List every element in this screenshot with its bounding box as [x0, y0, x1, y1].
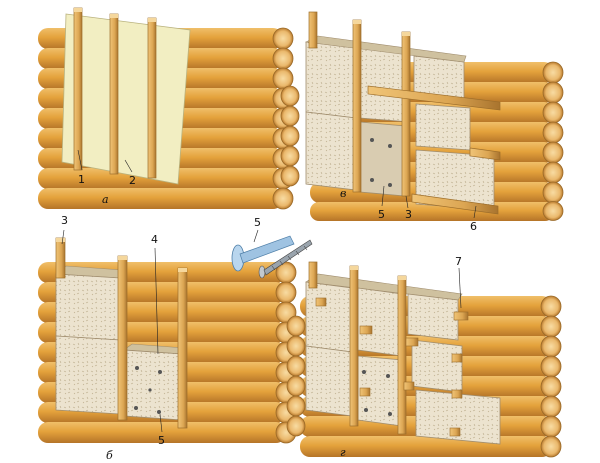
spacer-block — [359, 325, 373, 335]
insulation-board — [123, 349, 183, 421]
umbrella-dowel-icon — [231, 235, 295, 272]
panel-g: 7 г — [286, 255, 562, 459]
spacer-block — [405, 337, 419, 347]
leader-line — [458, 267, 462, 309]
insulation-board — [407, 293, 459, 341]
spacer-block — [359, 387, 371, 397]
spacer-block — [449, 427, 461, 437]
spacer-block — [451, 389, 463, 399]
batten — [177, 267, 188, 429]
log — [38, 187, 294, 210]
callout-label: 5 — [254, 216, 261, 229]
batten — [147, 17, 157, 179]
panel-letter: в — [340, 187, 346, 200]
callout-label: 3 — [405, 208, 412, 221]
callout-label: 7 — [455, 255, 462, 268]
callout-label: 4 — [151, 233, 158, 246]
insulation-board — [305, 41, 357, 119]
spacer-block — [451, 353, 463, 363]
spacer-block — [453, 311, 469, 321]
batten — [308, 261, 318, 289]
leader-line — [253, 229, 259, 243]
insulation-board — [415, 389, 501, 445]
battens-v — [308, 11, 501, 215]
insulation-board — [305, 345, 353, 417]
callout-label: 3 — [61, 214, 68, 227]
insulation-boards-b — [55, 265, 185, 421]
leader-line — [77, 149, 83, 171]
callout-label: 2 — [129, 174, 136, 187]
batten — [117, 255, 128, 421]
fastener-illustration: 5 — [231, 216, 313, 279]
battens-a — [73, 7, 157, 179]
leader-line — [381, 185, 385, 207]
panel-letter: б — [106, 449, 113, 462]
callout-label: 5 — [158, 434, 165, 447]
log — [38, 421, 297, 444]
dowel-heads-g — [362, 370, 392, 416]
battens-g — [308, 261, 407, 435]
insulation-board — [415, 103, 471, 151]
panel-v: 5 3 6 в — [280, 11, 564, 233]
batten — [401, 31, 411, 197]
batten — [55, 237, 66, 279]
log — [286, 315, 306, 437]
panel-b: 3 4 5 б — [38, 214, 297, 462]
spacer-blocks-g — [315, 297, 469, 437]
callout-label: 5 — [378, 208, 385, 221]
screw-icon — [258, 239, 313, 279]
panel-letter: г — [340, 446, 346, 459]
batten — [73, 7, 83, 171]
leader-line — [473, 205, 477, 219]
insulation-board — [55, 273, 121, 341]
battens-b — [55, 237, 188, 429]
batten — [349, 265, 359, 427]
insulation-board — [359, 121, 406, 197]
leader-line — [159, 413, 163, 433]
spacer-block — [403, 381, 415, 391]
panel-a: 1 2 а — [38, 7, 294, 210]
cross-batten — [367, 85, 501, 111]
insulation-board — [55, 335, 121, 415]
cross-batten — [411, 193, 499, 215]
dowel-heads-b — [134, 366, 162, 414]
leader-line — [154, 247, 159, 355]
spacer-block — [315, 297, 327, 307]
log — [280, 85, 300, 187]
callout-label: 6 — [470, 220, 477, 233]
batten — [397, 275, 407, 435]
insulation-board — [411, 339, 463, 393]
insulation-boards-g — [305, 273, 501, 445]
leader-line — [124, 159, 133, 173]
cross-batten — [469, 147, 501, 161]
insulation-board — [305, 111, 357, 191]
log-wall-b — [38, 261, 297, 444]
dowel-heads-v — [370, 138, 392, 187]
callout-label: 1 — [78, 173, 85, 186]
panel-letter: а — [102, 193, 109, 206]
batten — [109, 13, 119, 175]
insulation-board — [357, 287, 403, 357]
leader-line — [61, 229, 65, 245]
leader-line — [405, 195, 409, 209]
batten — [352, 19, 362, 193]
batten — [308, 11, 318, 49]
insulation-board — [305, 281, 353, 353]
